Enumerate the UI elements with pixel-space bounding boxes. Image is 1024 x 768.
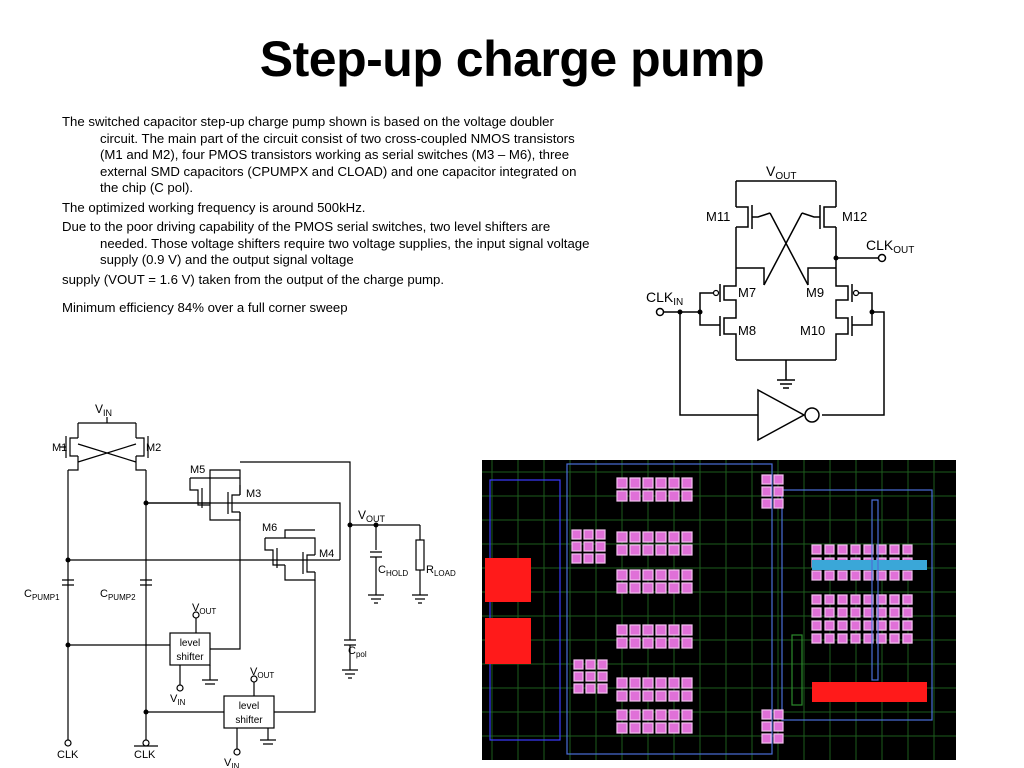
- label-m6: M6: [262, 522, 277, 534]
- ls2-vout-label: VOUT: [250, 666, 274, 680]
- chold-label: CHOLD: [378, 564, 408, 578]
- paragraph-description: The switched capacitor step-up charge pu…: [62, 114, 577, 195]
- label-m3: M3: [246, 488, 261, 500]
- vout-label: VOUT: [766, 163, 796, 182]
- body-text: The switched capacitor step-up charge pu…: [62, 114, 590, 320]
- label-m12: M12: [842, 209, 867, 224]
- vout-label-left: VOUT: [358, 508, 386, 524]
- rload-label: RLOAD: [426, 564, 456, 578]
- label-m2: M2: [146, 442, 161, 454]
- ls1-line2: shifter: [176, 652, 204, 663]
- paragraph-supply: supply (VOUT = 1.6 V) taken from the out…: [62, 271, 445, 287]
- label-m4: M4: [319, 548, 334, 560]
- label-m11: M11: [706, 209, 730, 224]
- ls1-line1: level: [180, 638, 201, 649]
- ls2-line2: shifter: [235, 715, 263, 726]
- cpump2-label: CPUMP2: [100, 588, 136, 602]
- clkout-label: CLKOUT: [866, 237, 914, 256]
- cpump1-label: CPUMP1: [24, 588, 60, 602]
- label-m5: M5: [190, 464, 205, 476]
- paragraph-frequency: The optimized working frequency is aroun…: [62, 199, 366, 215]
- clkin-label: CLKIN: [646, 289, 683, 308]
- label-m7: M7: [738, 285, 756, 300]
- label-m8: M8: [738, 323, 756, 338]
- label-m10: M10: [800, 323, 825, 338]
- clk-label: CLK: [57, 749, 79, 761]
- chip-layout-image: [482, 460, 956, 760]
- label-m1: M1: [52, 442, 67, 454]
- ls1-vout-label: VOUT: [192, 602, 216, 616]
- label-m9: M9: [806, 285, 824, 300]
- ls2-line1: level: [239, 701, 260, 712]
- ls1-vin-label: VIN: [170, 693, 186, 707]
- clkbar-label: CLK: [134, 749, 156, 761]
- cpol-label: Cpol: [348, 645, 367, 659]
- ls2-vin-label: VIN: [224, 757, 240, 768]
- paragraph-efficiency: Minimum efficiency 84% over a full corne…: [62, 300, 348, 315]
- paragraph-level-shifters: Due to the poor driving capability of th…: [62, 219, 590, 267]
- vin-label: VIN: [95, 402, 112, 418]
- slide-title: Step-up charge pump: [259, 31, 765, 87]
